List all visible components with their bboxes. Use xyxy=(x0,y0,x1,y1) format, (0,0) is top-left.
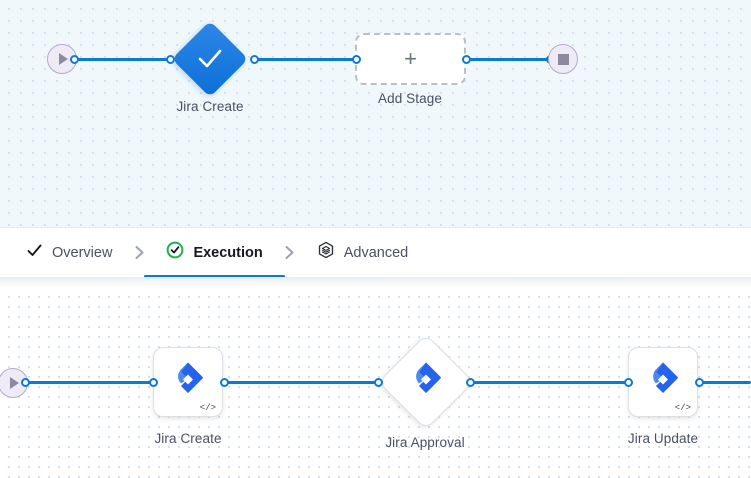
jira-icon xyxy=(407,361,445,404)
chevron-right-icon xyxy=(116,244,162,261)
play-icon xyxy=(59,53,68,65)
tab-overview[interactable]: Overview xyxy=(22,228,116,278)
port-jira-create-in[interactable] xyxy=(149,378,158,387)
port-jira-create-out[interactable] xyxy=(220,378,229,387)
stage-jira-create[interactable] xyxy=(171,20,249,98)
code-badge-icon: </> xyxy=(674,403,691,413)
port-jira-approval-out[interactable] xyxy=(466,378,475,387)
port-jira-create-in[interactable] xyxy=(166,55,175,64)
tabbar-bottom-shadow xyxy=(0,277,751,288)
port-exec-start-out[interactable] xyxy=(21,378,30,387)
tab-active-underline xyxy=(144,274,285,278)
stop-icon xyxy=(557,53,569,65)
port-jira-update-out[interactable] xyxy=(695,378,704,387)
tab-execution-label: Execution xyxy=(193,244,263,261)
edge-add-stage-to-end xyxy=(462,58,550,61)
code-badge-icon: </> xyxy=(199,403,216,413)
stage-config-tabbar: Overview Execution xyxy=(0,227,751,278)
tab-execution[interactable]: Execution xyxy=(144,228,285,278)
tab-overview-label: Overview xyxy=(52,244,113,261)
node-label-jira-update: Jira Update xyxy=(627,431,699,446)
edge-jira-create-to-jira-approval xyxy=(224,381,382,384)
tab-advanced-label: Advanced xyxy=(343,244,409,261)
execution-graph-canvas[interactable]: </> Jira Create Jira Approval xyxy=(0,288,751,478)
port-add-stage-in[interactable] xyxy=(352,55,361,64)
tab-advanced[interactable]: Advanced xyxy=(313,228,413,278)
stage-label-jira-create: Jira Create xyxy=(176,99,244,114)
node-jira-approval[interactable] xyxy=(377,333,475,431)
plus-icon: + xyxy=(404,46,417,71)
hexagon-layers-icon xyxy=(317,241,335,264)
edge-jira-update-outgoing xyxy=(698,381,751,384)
stage-shape-diamond xyxy=(171,20,249,98)
check-circle-icon xyxy=(166,241,184,264)
pipeline-end-node[interactable] xyxy=(548,44,578,74)
port-add-stage-out[interactable] xyxy=(462,55,471,64)
node-jira-create[interactable]: </> xyxy=(153,347,223,417)
add-stage-label: Add Stage xyxy=(378,91,442,106)
edge-jira-create-to-add-stage xyxy=(254,58,356,61)
port-start-out[interactable] xyxy=(70,55,79,64)
node-label-jira-create: Jira Create xyxy=(154,431,222,446)
chevron-right-icon xyxy=(267,244,313,261)
pipeline-overview-canvas[interactable]: Jira Create + Add Stage xyxy=(0,0,751,227)
play-icon xyxy=(10,377,19,389)
port-jira-create-out[interactable] xyxy=(250,55,259,64)
check-icon xyxy=(26,242,43,264)
jira-icon xyxy=(644,361,682,404)
edge-jira-approval-to-jira-update xyxy=(470,381,628,384)
jira-icon xyxy=(169,361,207,404)
add-stage-button[interactable]: + xyxy=(355,33,466,85)
edge-start-to-jira-create xyxy=(24,381,154,384)
edge-start-to-jira-create xyxy=(74,58,170,61)
port-jira-update-in[interactable] xyxy=(624,378,633,387)
node-label-jira-approval: Jira Approval xyxy=(385,435,465,450)
node-jira-update[interactable]: </> xyxy=(628,347,698,417)
port-jira-approval-in[interactable] xyxy=(374,378,383,387)
